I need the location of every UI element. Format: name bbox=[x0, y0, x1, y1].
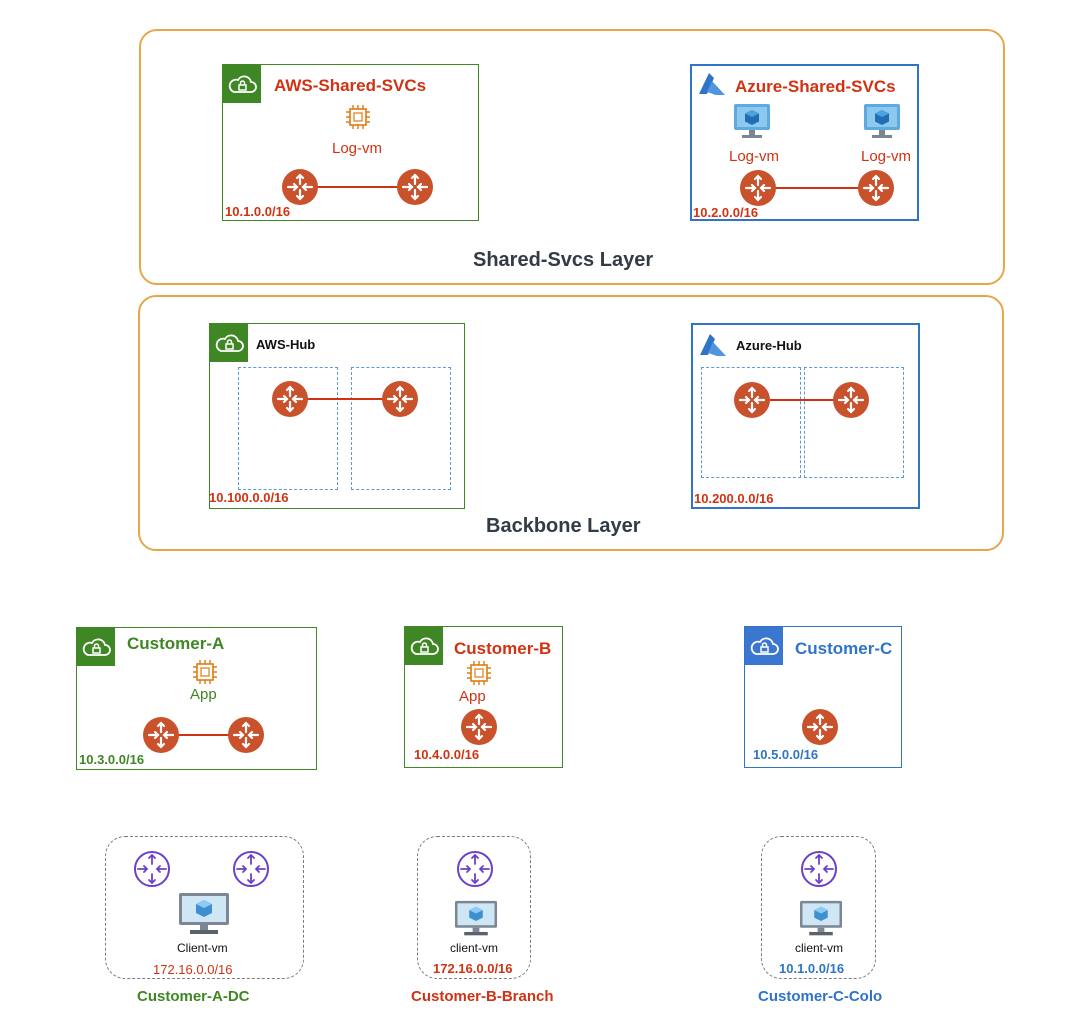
vm-label: client-vm bbox=[795, 941, 844, 955]
router-icon bbox=[734, 382, 770, 418]
subnet bbox=[238, 367, 338, 490]
cloud-lock-icon bbox=[745, 627, 783, 665]
router-link bbox=[760, 187, 878, 189]
azure-hub-vnet[interactable]: Azure-Hub 10.200.0.0/16 bbox=[691, 323, 920, 509]
vnet-name: Azure-Hub bbox=[736, 338, 802, 353]
site-cidr: 10.1.0.0/16 bbox=[779, 961, 845, 976]
customer-b-branch-site[interactable]: client-vm 172.16.0.0/16 bbox=[417, 836, 531, 979]
customer-c-vpc[interactable]: Customer-C 10.5.0.0/16 bbox=[744, 626, 902, 768]
ec2-instance-icon bbox=[344, 103, 372, 131]
router-link bbox=[753, 399, 853, 401]
customer-a-vpc[interactable]: Customer-A App 10.3.0.0/16 bbox=[76, 627, 317, 770]
gateway-router-icon bbox=[133, 850, 171, 888]
customer-a-dc-site[interactable]: Client-vm 172.16.0.0/16 bbox=[105, 836, 304, 979]
ec2-instance-icon bbox=[191, 658, 219, 686]
router-icon bbox=[272, 381, 308, 417]
aws-shared-svcs-vpc[interactable]: AWS-Shared-SVCs Log-vm 10.1.0.0/16 bbox=[222, 64, 479, 221]
site-cidr: 172.16.0.0/16 bbox=[433, 961, 513, 976]
vpc-cidr: 10.4.0.0/16 bbox=[414, 747, 480, 762]
vpc-cidr: 10.5.0.0/16 bbox=[753, 747, 819, 762]
router-icon bbox=[740, 170, 776, 206]
router-icon bbox=[461, 709, 497, 745]
azure-logo-icon bbox=[698, 333, 728, 359]
ec2-instance-icon bbox=[465, 659, 493, 687]
virtual-machine-icon bbox=[799, 900, 843, 937]
vpc-name: Customer-B bbox=[454, 639, 552, 658]
customer-b-vpc[interactable]: Customer-B App 10.4.0.0/16 bbox=[404, 626, 563, 768]
vnet-name: Azure-Shared-SVCs bbox=[735, 77, 896, 96]
customer-b-branch-name: Customer-B-Branch bbox=[411, 988, 554, 1005]
vm-label: Log-vm bbox=[729, 148, 780, 165]
router-icon bbox=[397, 169, 433, 205]
cloud-lock-icon bbox=[77, 628, 115, 666]
vpc-name: Customer-C bbox=[795, 639, 893, 658]
customer-c-colo-site[interactable]: client-vm 10.1.0.0/16 bbox=[761, 836, 876, 979]
shared-svcs-layer bbox=[139, 29, 1005, 285]
app-label: App bbox=[190, 686, 217, 703]
router-link bbox=[161, 734, 247, 736]
vpc-name: AWS-Hub bbox=[256, 337, 316, 352]
aws-hub-vpc[interactable]: AWS-Hub 10.100.0.0/16 bbox=[209, 323, 465, 509]
cloud-lock-icon bbox=[210, 324, 248, 362]
subnet bbox=[351, 367, 451, 490]
gateway-router-icon bbox=[232, 850, 270, 888]
router-icon bbox=[858, 170, 894, 206]
router-icon bbox=[833, 382, 869, 418]
subnet bbox=[701, 367, 801, 478]
vnet-cidr: 10.2.0.0/16 bbox=[693, 205, 759, 220]
router-icon bbox=[382, 381, 418, 417]
router-link bbox=[291, 398, 401, 400]
vm-label: Log-vm bbox=[332, 140, 383, 157]
vpc-cidr: 10.100.0.0/16 bbox=[209, 490, 289, 505]
virtual-machine-icon bbox=[454, 900, 498, 937]
cloud-lock-icon bbox=[223, 65, 261, 103]
vpc-name: Customer-A bbox=[127, 634, 225, 653]
cloud-lock-icon bbox=[405, 627, 443, 665]
router-icon bbox=[802, 709, 838, 745]
vm-label: client-vm bbox=[450, 941, 499, 955]
router-icon bbox=[143, 717, 179, 753]
shared-svcs-layer-title: Shared-Svcs Layer bbox=[473, 249, 654, 271]
vpc-cidr: 10.1.0.0/16 bbox=[225, 204, 291, 219]
router-link bbox=[301, 186, 415, 188]
backbone-layer bbox=[138, 295, 1004, 551]
app-label: App bbox=[459, 688, 486, 705]
subnet bbox=[804, 367, 904, 478]
vm-label: Client-vm bbox=[177, 941, 228, 955]
vm-label: Log-vm bbox=[861, 148, 912, 165]
virtual-machine-icon bbox=[178, 892, 230, 936]
azure-logo-icon bbox=[697, 72, 727, 98]
site-cidr: 172.16.0.0/16 bbox=[153, 962, 233, 977]
backbone-layer-title: Backbone Layer bbox=[486, 515, 641, 537]
vpc-cidr: 10.3.0.0/16 bbox=[79, 752, 145, 767]
virtual-machine-icon bbox=[732, 101, 772, 141]
azure-shared-svcs-vnet[interactable]: Azure-Shared-SVCs Log-vm Log-vm 10.2.0.0… bbox=[690, 64, 919, 221]
gateway-router-icon bbox=[456, 850, 494, 888]
gateway-router-icon bbox=[800, 850, 838, 888]
router-icon bbox=[228, 717, 264, 753]
router-icon bbox=[282, 169, 318, 205]
vnet-cidr: 10.200.0.0/16 bbox=[694, 491, 774, 506]
vpc-name: AWS-Shared-SVCs bbox=[274, 76, 427, 95]
customer-a-dc-name: Customer-A-DC bbox=[137, 988, 250, 1005]
customer-c-colo-name: Customer-C-Colo bbox=[758, 988, 883, 1005]
virtual-machine-icon bbox=[862, 101, 902, 141]
